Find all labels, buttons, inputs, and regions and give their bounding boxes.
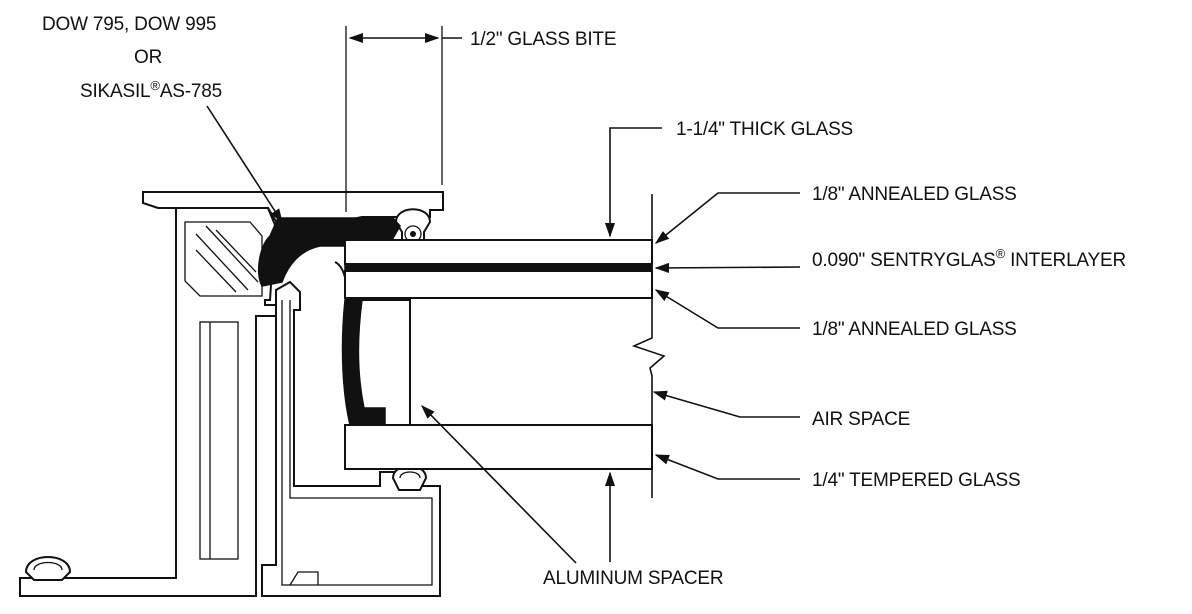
thick-glass-label: 1-1/4" THICK GLASS: [676, 119, 853, 140]
air-space-label: AIR SPACE: [812, 409, 910, 430]
spacer-sealant: [341, 299, 386, 426]
leader-lines: [206, 105, 801, 564]
corner-gasket: [24, 556, 72, 581]
thick-glass-dimension: [604, 127, 662, 562]
aluminum-frame: [19, 191, 444, 597]
leader-sealant: [206, 105, 283, 224]
bottom-gasket: [391, 465, 428, 491]
sealant-label-line3-suffix: AS-785: [160, 81, 222, 102]
annealed-glass-inner: [344, 270, 653, 299]
annealed-top-label: 1/8" ANNEALED GLASS: [812, 184, 1017, 205]
break-line: [631, 194, 666, 498]
aluminum-spacer-label: ALUMINUM SPACER: [543, 568, 723, 589]
leader-spacer: [420, 404, 577, 564]
sealant-label-line3-mark: ®: [150, 78, 160, 93]
interlayer-label-prefix: 0.090" SENTRYGLAS: [812, 250, 996, 271]
leader-air-space: [652, 390, 800, 418]
frame-bottom-notch: [289, 571, 319, 586]
tempered-label: 1/4" TEMPERED GLASS: [812, 470, 1021, 491]
tempered-glass: [344, 424, 653, 470]
top-gasket: [394, 208, 432, 249]
sealant-label-line3-prefix: SIKASIL: [80, 81, 150, 102]
frame-mullion: [19, 207, 281, 597]
sentryglas-interlayer: [344, 263, 653, 272]
leader-tempered: [654, 454, 800, 480]
glass-bite-label: 1/2" GLASS BITE: [470, 29, 616, 50]
sealant-label-line1: DOW 795, DOW 995: [42, 14, 216, 35]
interlayer-label: 0.090" SENTRYGLAS® INTERLAYER: [812, 246, 1126, 271]
sealant-label-line2: OR: [134, 47, 162, 68]
glass-bite-dimension: [345, 26, 462, 212]
interlayer-label-suffix: INTERLAYER: [1005, 250, 1126, 271]
frame-screw-boss: [184, 221, 263, 297]
leader-annealed-top: [654, 192, 800, 244]
insulated-glass-unit: [344, 194, 666, 498]
leader-annealed-bottom: [654, 289, 800, 329]
annealed-glass-outer: [344, 239, 653, 265]
annealed-bottom-label: 1/8" ANNEALED GLASS: [812, 319, 1017, 340]
sealant-label-line3: SIKASIL®AS-785: [80, 78, 222, 102]
leader-interlayer: [654, 262, 801, 273]
frame-inner-pocket: [199, 321, 239, 560]
pressure-plate: [261, 280, 441, 597]
interlayer-label-mark: ®: [996, 246, 1006, 261]
